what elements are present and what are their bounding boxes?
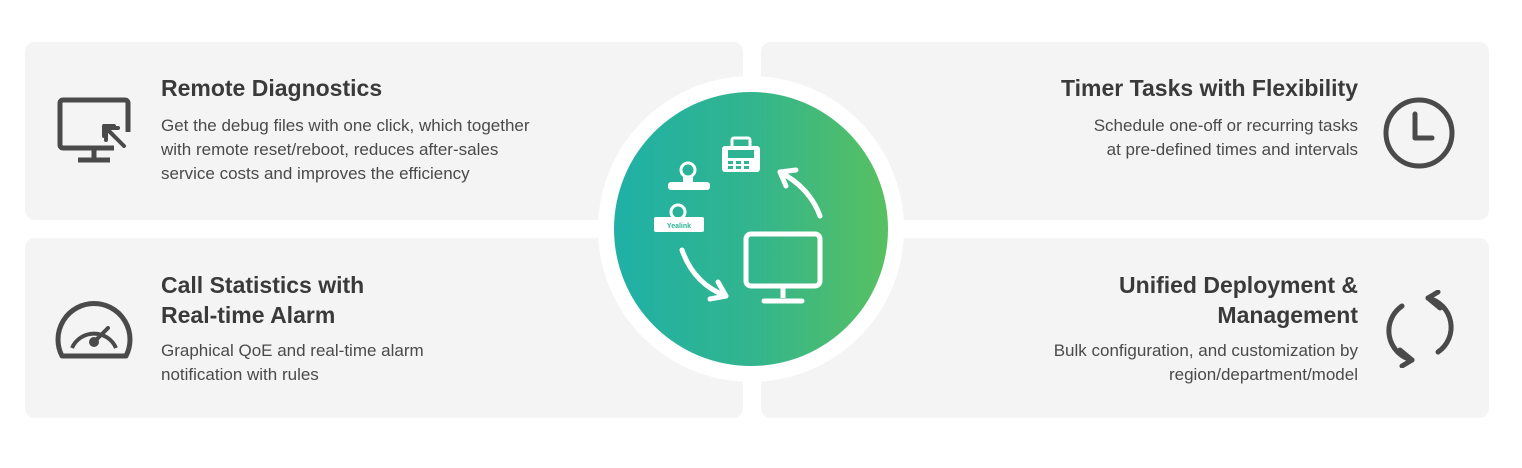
timer-tasks-line: at pre-defined times and intervals [1106,140,1358,159]
remote-diagnostics-line: with remote reset/reboot, reduces after-… [161,140,499,159]
unified-deployment-line: region/department/model [1168,365,1358,384]
timer-tasks-title: Timer Tasks with Flexibility [1061,75,1358,101]
unified-deployment-line: Bulk configuration, and customization by [1053,341,1358,360]
call-statistics-line: Graphical QoE and real-time alarm [161,341,424,360]
remote-diagnostics-line: service costs and improves the efficienc… [161,164,470,183]
unified-deployment-description: Bulk configuration, and customization by… [938,339,1358,387]
monitor-icon [743,231,823,304]
gauge-icon [52,292,136,367]
remote-diagnostics-description: Get the debug files with one click, whic… [161,114,631,186]
unified-deployment-title-line: Management [1217,302,1358,328]
refresh-cycle-icon [1382,289,1458,373]
central-hub: Yealink [614,92,888,366]
call-statistics-title-line: Call Statistics with [161,272,365,298]
desk-phone-icon [722,136,760,172]
device-brand-label: Yealink [667,223,691,230]
call-statistics-title: Call Statistics with Real-time Alarm [161,270,481,330]
unified-deployment-title-line: Unified Deployment & [1119,272,1358,298]
call-statistics-line: notification with rules [161,365,319,384]
monitor-cursor-icon [54,96,134,173]
video-camera-icon [668,161,710,190]
call-statistics-title-line: Real-time Alarm [161,302,336,328]
call-statistics-description: Graphical QoE and real-time alarm notifi… [161,339,521,387]
unified-deployment-title: Unified Deployment & Management [1038,270,1358,330]
cycle-arrows-icon [679,167,823,302]
clock-icon [1382,96,1456,175]
timer-tasks-description: Schedule one-off or recurring tasks at p… [998,114,1358,162]
video-bar-icon: Yealink [654,203,704,232]
remote-diagnostics-line: Get the debug files with one click, whic… [161,116,530,135]
remote-diagnostics-title: Remote Diagnostics [161,75,383,101]
timer-tasks-line: Schedule one-off or recurring tasks [1093,116,1358,135]
